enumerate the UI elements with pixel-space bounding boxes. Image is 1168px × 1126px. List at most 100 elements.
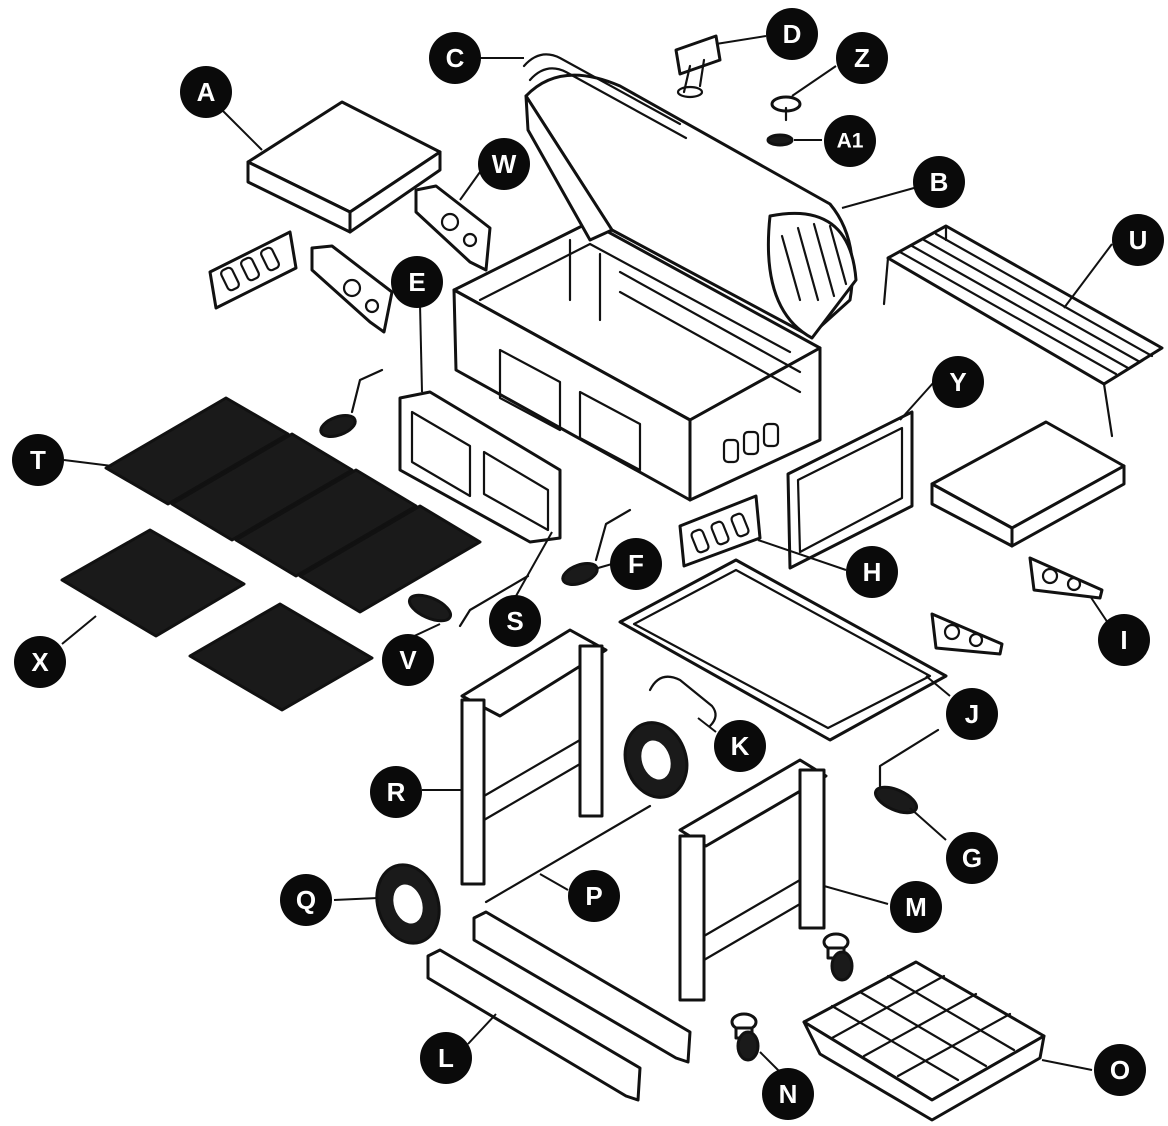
- svg-text:F: F: [628, 549, 644, 579]
- part-drawings: [60, 34, 1164, 1122]
- leader-k: [697, 717, 717, 733]
- label-q: Q: [280, 874, 332, 926]
- leader-q: [333, 897, 379, 901]
- svg-text:U: U: [1129, 225, 1148, 255]
- svg-text:S: S: [506, 606, 523, 636]
- svg-text:E: E: [408, 267, 425, 297]
- svg-text:H: H: [863, 557, 882, 587]
- part-y-panel: [786, 410, 914, 570]
- svg-text:G: G: [962, 843, 982, 873]
- part-i-shelf-bracket: [1028, 556, 1104, 600]
- label-y: Y: [932, 356, 984, 408]
- part-f-crank-handle: [561, 508, 632, 586]
- part-m-leg-frame-right: [678, 758, 828, 1002]
- leader-l: [467, 1013, 497, 1045]
- svg-text:K: K: [731, 731, 750, 761]
- part-shelf-bracket-right-lower: [930, 612, 1004, 656]
- svg-text:I: I: [1120, 625, 1127, 655]
- leader-w: [459, 171, 481, 201]
- leader-p: [539, 873, 569, 891]
- label-l: L: [420, 1032, 472, 1084]
- part-x-charcoal-trays: [60, 528, 374, 712]
- svg-text:Y: Y: [949, 367, 966, 397]
- part-side-shelf-right: [930, 420, 1126, 548]
- part-b-lid: [524, 73, 858, 340]
- label-s: S: [489, 595, 541, 647]
- leader-j: [925, 675, 951, 697]
- label-n: N: [762, 1068, 814, 1120]
- svg-text:J: J: [965, 699, 979, 729]
- part-c-handle: [522, 53, 688, 140]
- part-d-hinge: [674, 34, 722, 99]
- label-b: B: [913, 156, 965, 208]
- part-shelf-bracket-left: [310, 244, 394, 334]
- part-j-bottom-shelf: [618, 558, 948, 742]
- part-o-storage-basket: [802, 960, 1046, 1122]
- leader-o: [1041, 1059, 1093, 1071]
- svg-text:X: X: [31, 647, 49, 677]
- part-e-door-panel: [398, 390, 562, 544]
- label-p: P: [568, 870, 620, 922]
- svg-text:V: V: [399, 645, 417, 675]
- label-a: A: [180, 66, 232, 118]
- svg-text:D: D: [783, 19, 802, 49]
- svg-text:O: O: [1110, 1055, 1130, 1085]
- part-u-warming-rack: [882, 224, 1164, 438]
- leader-e: [419, 303, 423, 393]
- part-t-cooking-grates: [104, 396, 482, 614]
- part-caster-upper: [822, 932, 854, 982]
- leader-f: [597, 563, 613, 569]
- leader-m: [823, 885, 889, 905]
- part-wheel-upper: [623, 721, 689, 799]
- label-c: C: [429, 32, 481, 84]
- label-g: G: [946, 832, 998, 884]
- svg-text:R: R: [387, 777, 406, 807]
- warming-rack-bars: [898, 232, 1154, 376]
- part-a-side-shelf: [246, 100, 442, 234]
- label-t: T: [12, 434, 64, 486]
- leader-u: [1063, 243, 1113, 309]
- label-e: E: [391, 256, 443, 308]
- part-crank-upper: [319, 368, 384, 438]
- leader-x: [61, 615, 97, 645]
- basket-grid: [830, 974, 1016, 1082]
- svg-text:Q: Q: [296, 885, 316, 915]
- part-k-handle: [648, 675, 717, 728]
- svg-text:B: B: [930, 167, 949, 197]
- leader-lines: [61, 35, 1113, 1077]
- leader-b: [841, 187, 915, 209]
- label-z: Z: [836, 32, 888, 84]
- part-g-crank-handle: [873, 728, 940, 815]
- leader-z: [791, 65, 837, 97]
- svg-text:M: M: [905, 892, 927, 922]
- leader-g: [909, 807, 947, 841]
- svg-text:T: T: [30, 445, 46, 475]
- part-w-shelf-bracket: [414, 184, 492, 272]
- label-f: F: [610, 538, 662, 590]
- svg-text:P: P: [585, 881, 602, 911]
- svg-text:Z: Z: [854, 43, 870, 73]
- label-h: H: [846, 546, 898, 598]
- label-d: D: [766, 8, 818, 60]
- leader-h: [757, 539, 847, 571]
- label-w: W: [478, 138, 530, 190]
- label-k: K: [714, 720, 766, 772]
- part-h-bracket-plate: [678, 494, 762, 568]
- part-v-crank-handle: [407, 574, 530, 628]
- svg-text:L: L: [438, 1043, 454, 1073]
- part-firebox-body: [452, 220, 822, 502]
- part-r-leg-frame-left: [460, 628, 608, 886]
- label-x: X: [14, 636, 66, 688]
- svg-text:A: A: [197, 77, 216, 107]
- part-q-wheel: [375, 863, 441, 945]
- label-o: O: [1094, 1044, 1146, 1096]
- leader-s: [515, 531, 553, 597]
- label-i: I: [1098, 614, 1150, 666]
- label-r: R: [370, 766, 422, 818]
- part-a1-small-fitting: [766, 133, 794, 147]
- svg-text:W: W: [492, 149, 517, 179]
- part-l-crossbars: [426, 910, 692, 1102]
- part-p-axle-rod: [484, 804, 652, 904]
- svg-text:C: C: [446, 43, 465, 73]
